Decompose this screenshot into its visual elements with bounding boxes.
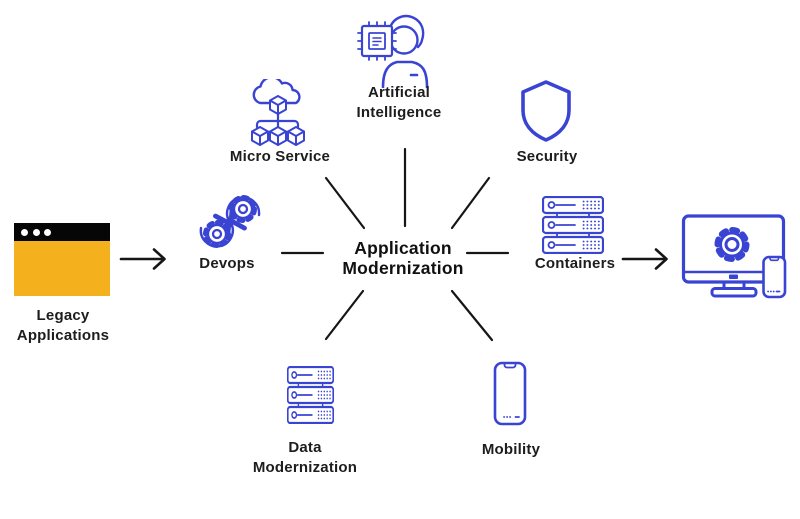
connector-line [450, 176, 491, 230]
label-micro-service: Micro Service [229, 148, 331, 165]
connector-line [324, 289, 365, 341]
right-arrow-icon [621, 248, 668, 270]
center-title: Application Modernization [342, 238, 464, 278]
window-dot-icon [44, 228, 51, 236]
label-artificial-intelligence: Artificial Intelligence [356, 84, 442, 121]
window-dot-icon [32, 228, 40, 236]
gear-icon [203, 220, 231, 248]
shoulders-icon [381, 60, 429, 88]
shield-icon [521, 80, 571, 142]
label-devops: Devops [199, 255, 255, 272]
modernized-desktop-mobile-icon [681, 214, 787, 299]
smartphone-icon [762, 255, 787, 299]
legacy-window-titlebar [14, 223, 110, 241]
monitor-stand-icon [710, 287, 758, 298]
label-data-modernization: Data Modernization [252, 439, 358, 476]
ai-human-chip-icon [357, 14, 429, 88]
legacy-window-icon [14, 223, 110, 296]
chip-icon [357, 21, 397, 61]
server-stack-icon [542, 196, 604, 254]
connector-line [450, 289, 494, 342]
label-legacy-applications: Legacy Applications [16, 307, 110, 344]
smartphone-icon [493, 361, 527, 426]
right-arrow-icon [119, 248, 166, 270]
window-dot-icon [21, 228, 28, 236]
connector-line [324, 176, 366, 230]
cloud-microservices-icon [251, 79, 305, 146]
server-stack-icon [287, 366, 334, 424]
legacy-window-body [14, 241, 110, 296]
label-containers: Containers [534, 255, 616, 272]
label-security: Security [516, 148, 578, 165]
gear-icon [229, 195, 257, 223]
devops-cycle-gears-icon [199, 195, 261, 248]
label-mobility: Mobility [481, 441, 541, 458]
gear-icon [714, 227, 750, 262]
